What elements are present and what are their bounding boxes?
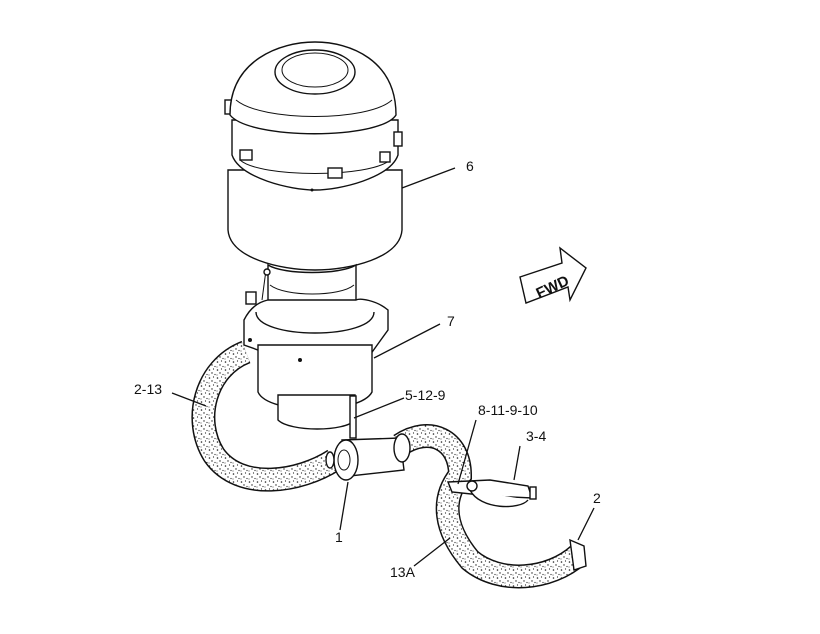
callout-6: 6	[466, 158, 474, 174]
callout-5-12-9: 5-12-9	[405, 387, 446, 403]
callout-labels: 6 7 2-13 5-12-9 8-11-9-10 3-4 1 2 13A	[134, 158, 601, 580]
callout-2: 2	[593, 490, 601, 506]
callout-1: 1	[335, 529, 343, 545]
hose-right-13a	[393, 424, 586, 589]
hose-end-fitting	[569, 538, 587, 571]
callout-8-11-9-10: 8-11-9-10	[478, 402, 538, 418]
forward-direction-arrow: FWD	[519, 246, 587, 304]
air-filter-canister	[224, 41, 403, 271]
tee-connector	[325, 395, 411, 481]
callout-7: 7	[447, 313, 455, 329]
callout-13a: 13A	[390, 564, 416, 580]
hose-clamp-bracket	[446, 479, 537, 508]
hose-left-2-13	[191, 340, 341, 492]
mounting-elbow	[243, 291, 389, 430]
callout-3-4: 3-4	[526, 428, 546, 444]
callout-2-13: 2-13	[134, 381, 162, 397]
leader-lines	[171, 167, 595, 567]
